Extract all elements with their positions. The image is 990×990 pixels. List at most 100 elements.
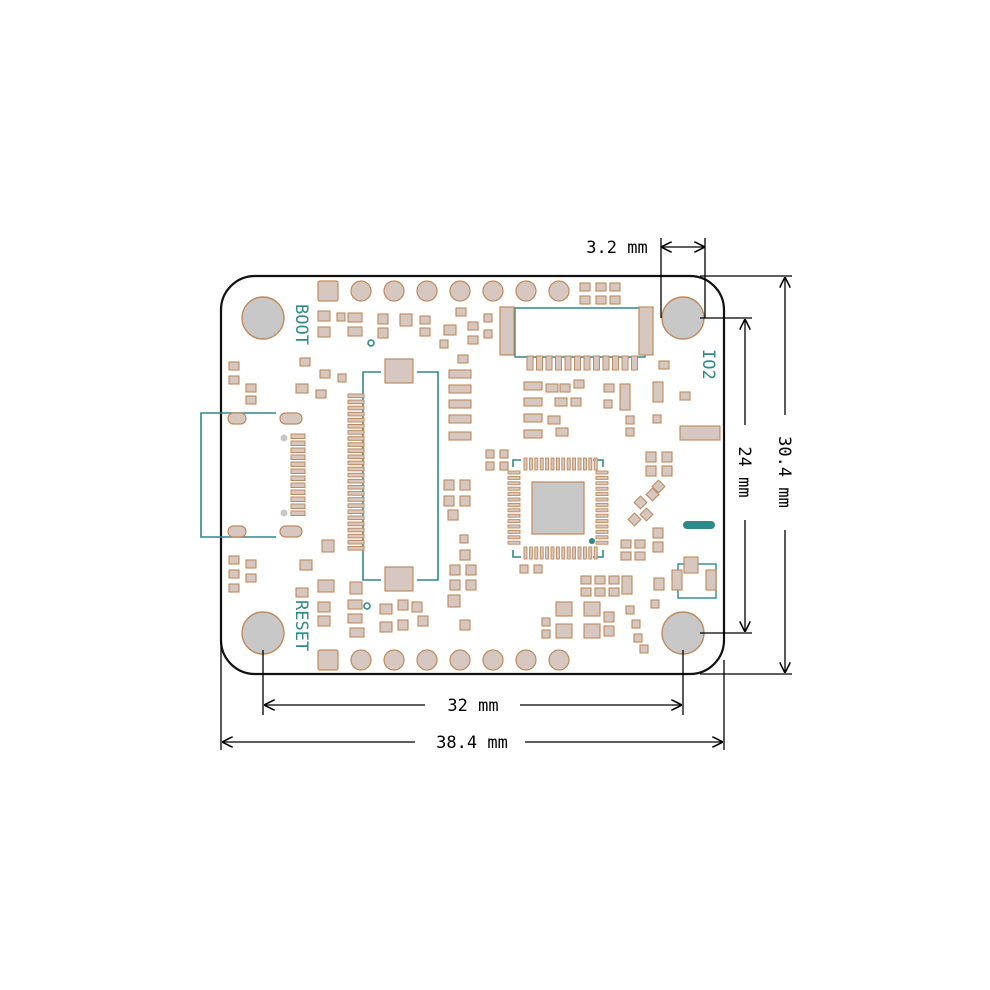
smd-pad <box>634 539 646 549</box>
mcu-pin <box>507 470 521 475</box>
mcu-pin <box>507 508 521 513</box>
fpc-pin <box>347 503 365 508</box>
smd-pad <box>645 465 657 477</box>
mcu-pin <box>595 513 609 518</box>
smd-pad <box>465 564 477 576</box>
mcu-pin <box>539 457 544 471</box>
mcu-pin <box>595 470 609 475</box>
smd-pad <box>652 541 664 553</box>
smd-pad <box>397 599 409 611</box>
smd-pad <box>594 587 606 597</box>
fpc-pin <box>347 442 365 447</box>
connector-pin <box>602 355 610 371</box>
smd-pad <box>625 415 635 425</box>
smd-pad <box>639 644 649 654</box>
usb-pin <box>290 482 306 488</box>
smd-pad <box>347 312 363 323</box>
usb-pin <box>290 489 306 495</box>
mcu-pin <box>572 546 577 560</box>
reset-label: RESET <box>291 600 311 651</box>
smd-pad <box>228 375 240 385</box>
mcu-pin <box>507 481 521 486</box>
smd-pad <box>595 295 607 305</box>
fpc-pin <box>347 466 365 472</box>
mcu-pin <box>507 497 521 502</box>
smd-pad <box>609 295 621 305</box>
dimension-lines <box>220 238 792 750</box>
smd-pad <box>555 427 569 437</box>
fpc-pin <box>347 393 365 399</box>
fpc-pin <box>347 539 365 545</box>
smd-pad <box>448 431 472 441</box>
fpc-pin <box>347 478 365 484</box>
smd-pad <box>459 619 471 631</box>
fpc-pin <box>347 399 365 405</box>
smd-pad <box>377 313 389 325</box>
smd-pad <box>523 397 543 407</box>
mounting-hole-top-left <box>241 296 285 340</box>
usb-pin <box>290 454 306 460</box>
mcu-pin <box>595 481 609 486</box>
smd-pad <box>625 605 635 615</box>
smd-pad <box>321 539 335 553</box>
smd-pad <box>541 629 551 639</box>
mcu-pin <box>534 546 539 560</box>
board-height-label: 30.4 mm <box>774 436 794 508</box>
fpc-pin <box>347 485 365 490</box>
smd-pad <box>555 601 573 617</box>
smd-pad <box>419 327 431 337</box>
smd-pad <box>573 379 585 389</box>
smd-pad <box>580 587 592 597</box>
fpc-pin <box>347 448 365 453</box>
silkscreen-marks <box>363 339 717 610</box>
smd-pad <box>228 361 240 371</box>
mcu-pin <box>595 492 609 497</box>
smd-pad <box>245 573 257 583</box>
mcu-pin <box>595 475 609 480</box>
connector-pin <box>574 355 581 371</box>
hole-diameter-label: 3.2 mm <box>586 238 647 258</box>
smd-pad <box>608 587 620 597</box>
mcu-pin <box>534 457 539 471</box>
fpc-pins <box>347 393 365 551</box>
smd-pad <box>634 551 646 561</box>
mcu-pin <box>507 486 521 491</box>
mcu-pin <box>550 546 555 560</box>
fpc-pin <box>347 417 365 423</box>
smd-pad <box>347 613 363 624</box>
mcu-pin <box>528 457 533 471</box>
smd-pad <box>439 339 449 349</box>
hole-spacing-vertical-label: 24 mm <box>734 446 754 497</box>
smd-pad <box>349 581 363 595</box>
smd-pad <box>397 619 409 631</box>
fpc-pin <box>347 491 365 496</box>
smd-pad <box>317 601 331 613</box>
smd-pad <box>653 577 665 591</box>
smd-pad <box>633 495 648 510</box>
connector-pin <box>593 355 600 371</box>
smd-pad <box>679 391 691 401</box>
smd-pad <box>627 512 642 527</box>
smd-pad <box>459 479 471 491</box>
usb-pin <box>290 468 306 474</box>
smd-pad <box>609 282 621 292</box>
mounting-holes <box>241 296 705 655</box>
smd-pad <box>377 327 389 339</box>
board-width-label: 38.4 mm <box>436 733 508 753</box>
smd-pad <box>583 601 601 617</box>
smd-pad <box>545 383 559 393</box>
mcu-pin <box>595 502 609 507</box>
fpc-pin <box>347 527 365 533</box>
mcu-pin <box>582 546 587 560</box>
smd-pad <box>336 312 346 322</box>
smd-pad <box>555 623 573 639</box>
mcu-pin <box>507 519 521 524</box>
smd-pad <box>485 449 495 459</box>
fpc-pin <box>347 454 365 460</box>
smd-pad <box>645 487 660 502</box>
usb-pin <box>290 475 306 481</box>
smd-pad <box>652 527 664 539</box>
smd-pad <box>443 495 455 507</box>
connector-pin <box>555 355 562 371</box>
